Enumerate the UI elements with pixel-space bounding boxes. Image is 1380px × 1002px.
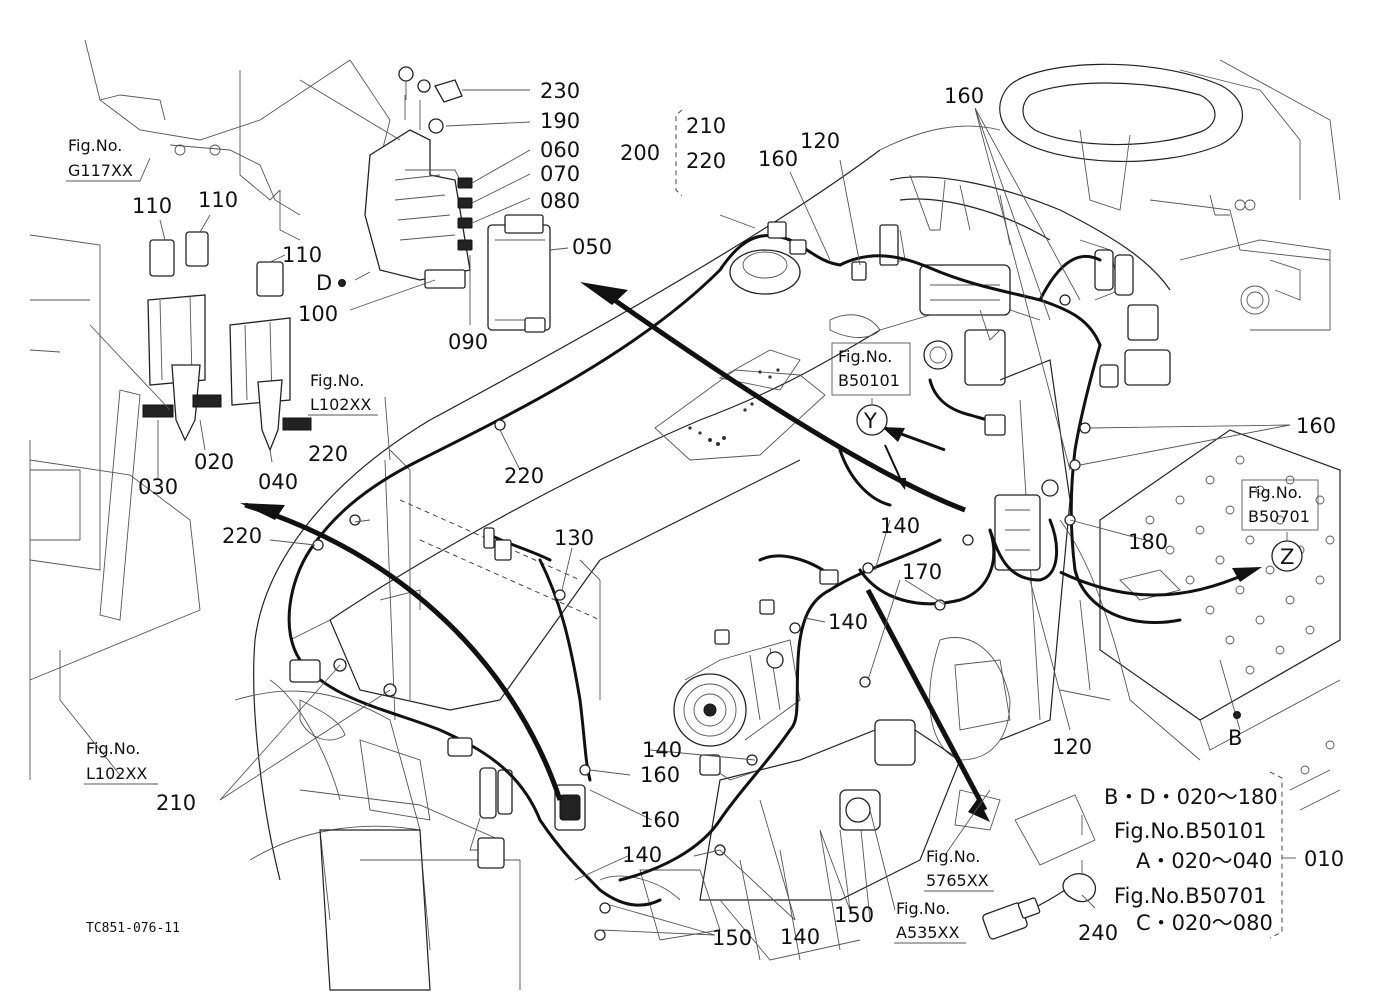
fig-ref-l102a-code: L102XX xyxy=(310,395,371,414)
callout-040: 040 xyxy=(258,470,298,494)
fig-ref-a535-code: A535XX xyxy=(896,923,959,942)
view-markers: Y Z xyxy=(856,398,1303,572)
direction-arrows xyxy=(240,282,1262,822)
fig-ref-l102a-label: Fig.No. xyxy=(310,371,364,390)
fig-ref-5765-code: 5765XX xyxy=(926,871,989,890)
fig-ref-b50101-code: B50101 xyxy=(838,371,900,390)
callout-100: 100 xyxy=(298,302,338,326)
callout-120-b: 120 xyxy=(1052,735,1092,759)
wire-harness xyxy=(287,234,1182,907)
callout-150-a: 150 xyxy=(712,926,752,950)
bonnet-outline xyxy=(234,125,1041,990)
fuse-box-assembly xyxy=(299,66,551,333)
sensor-parts xyxy=(982,794,1097,940)
legend-line-2: Fig.No.B50101 xyxy=(1114,819,1266,843)
fig-ref-a535-label: Fig.No. xyxy=(896,899,950,918)
callout-140-d: 140 xyxy=(622,843,662,867)
callout-140-a: 140 xyxy=(880,514,920,538)
battery xyxy=(319,767,513,991)
callout-bracket-200 xyxy=(675,109,683,197)
callout-110-c: 110 xyxy=(282,243,322,267)
callout-150-b: 150 xyxy=(834,903,874,927)
callout-160-e: 160 xyxy=(640,808,680,832)
fig-ref-g117-code: G117XX xyxy=(68,161,133,180)
callout-160-c: 160 xyxy=(1296,414,1336,438)
callout-230: 230 xyxy=(540,79,580,103)
callout-d: D xyxy=(316,271,332,295)
callout-220-b: 220 xyxy=(222,524,262,548)
legend-line-5: C・020～080 xyxy=(1136,911,1273,935)
leader-lines xyxy=(59,89,1291,936)
callout-210-top: 210 xyxy=(686,114,726,138)
callout-070: 070 xyxy=(540,162,580,186)
assembly-legend: B・D・020～180 Fig.No.B50101 A・020～040 Fig.… xyxy=(1104,771,1344,939)
callout-210: 210 xyxy=(156,791,196,815)
fig-ref-b50101-box xyxy=(831,342,911,396)
callout-140-e: 140 xyxy=(780,925,820,949)
warning-decal xyxy=(654,349,826,461)
callout-180: 180 xyxy=(1128,530,1168,554)
callouts: 230 190 060 070 080 050 110 110 110 D 10… xyxy=(132,79,1336,950)
figure-references: Fig.No. G117XX Fig.No. L102XX Fig.No. L1… xyxy=(66,136,1319,944)
fig-ref-5765-label: Fig.No. xyxy=(926,847,980,866)
callout-220-a: 220 xyxy=(308,442,348,466)
callout-140-b: 140 xyxy=(828,610,868,634)
alternator xyxy=(673,639,801,781)
callout-110-b: 110 xyxy=(198,188,238,212)
callout-020: 020 xyxy=(194,450,234,474)
callout-060: 060 xyxy=(540,138,580,162)
radiator-cap xyxy=(729,249,881,338)
callout-080: 080 xyxy=(540,189,580,213)
marker-z: Z xyxy=(1280,545,1294,569)
callout-160-d: 160 xyxy=(640,763,680,787)
callout-140-c: 140 xyxy=(642,738,682,762)
legend-assembly: 010 xyxy=(1304,847,1344,871)
legend-line-4: Fig.No.B50701 xyxy=(1114,884,1266,908)
callout-200: 200 xyxy=(620,141,660,165)
harness-connectors xyxy=(289,221,1091,941)
marker-y: Y xyxy=(863,409,877,433)
frame-outline xyxy=(29,39,391,780)
fig-ref-b50701-label: Fig.No. xyxy=(1248,483,1302,502)
callout-120-a: 120 xyxy=(800,129,840,153)
callout-050: 050 xyxy=(572,235,612,259)
callout-160-b: 160 xyxy=(944,84,984,108)
callout-d-dot xyxy=(338,279,346,287)
callout-160-a: 160 xyxy=(758,147,798,171)
diagram-code: TC851-076-11 xyxy=(86,921,180,936)
callout-220-top: 220 xyxy=(686,149,726,173)
callout-240: 240 xyxy=(1078,921,1118,945)
callout-110-a: 110 xyxy=(132,194,172,218)
fig-ref-g117-label: Fig.No. xyxy=(68,136,122,155)
fig-ref-l102b-code: L102XX xyxy=(86,764,147,783)
callout-030: 030 xyxy=(138,475,178,499)
callout-220-c: 220 xyxy=(504,464,544,488)
callout-b: B xyxy=(1228,726,1242,750)
callout-b-dot xyxy=(1233,711,1241,719)
steering-wheel xyxy=(999,59,1341,331)
callout-090: 090 xyxy=(448,330,488,354)
legend-line-1: B・D・020～180 xyxy=(1104,785,1278,809)
legend-line-3: A・020～040 xyxy=(1136,849,1273,873)
floor-step xyxy=(1099,429,1341,811)
fig-ref-b50101-label: Fig.No. xyxy=(838,347,892,366)
dashboard-panel xyxy=(879,174,1171,388)
callout-190: 190 xyxy=(540,109,580,133)
fig-ref-b50701-code: B50701 xyxy=(1248,507,1310,526)
engine-block xyxy=(599,719,961,961)
fig-ref-l102b-label: Fig.No. xyxy=(86,739,140,758)
relay-assembly xyxy=(89,231,312,452)
callout-130: 130 xyxy=(554,526,594,550)
callout-170: 170 xyxy=(902,560,942,584)
fig-ref-b50701-box xyxy=(1241,479,1319,531)
